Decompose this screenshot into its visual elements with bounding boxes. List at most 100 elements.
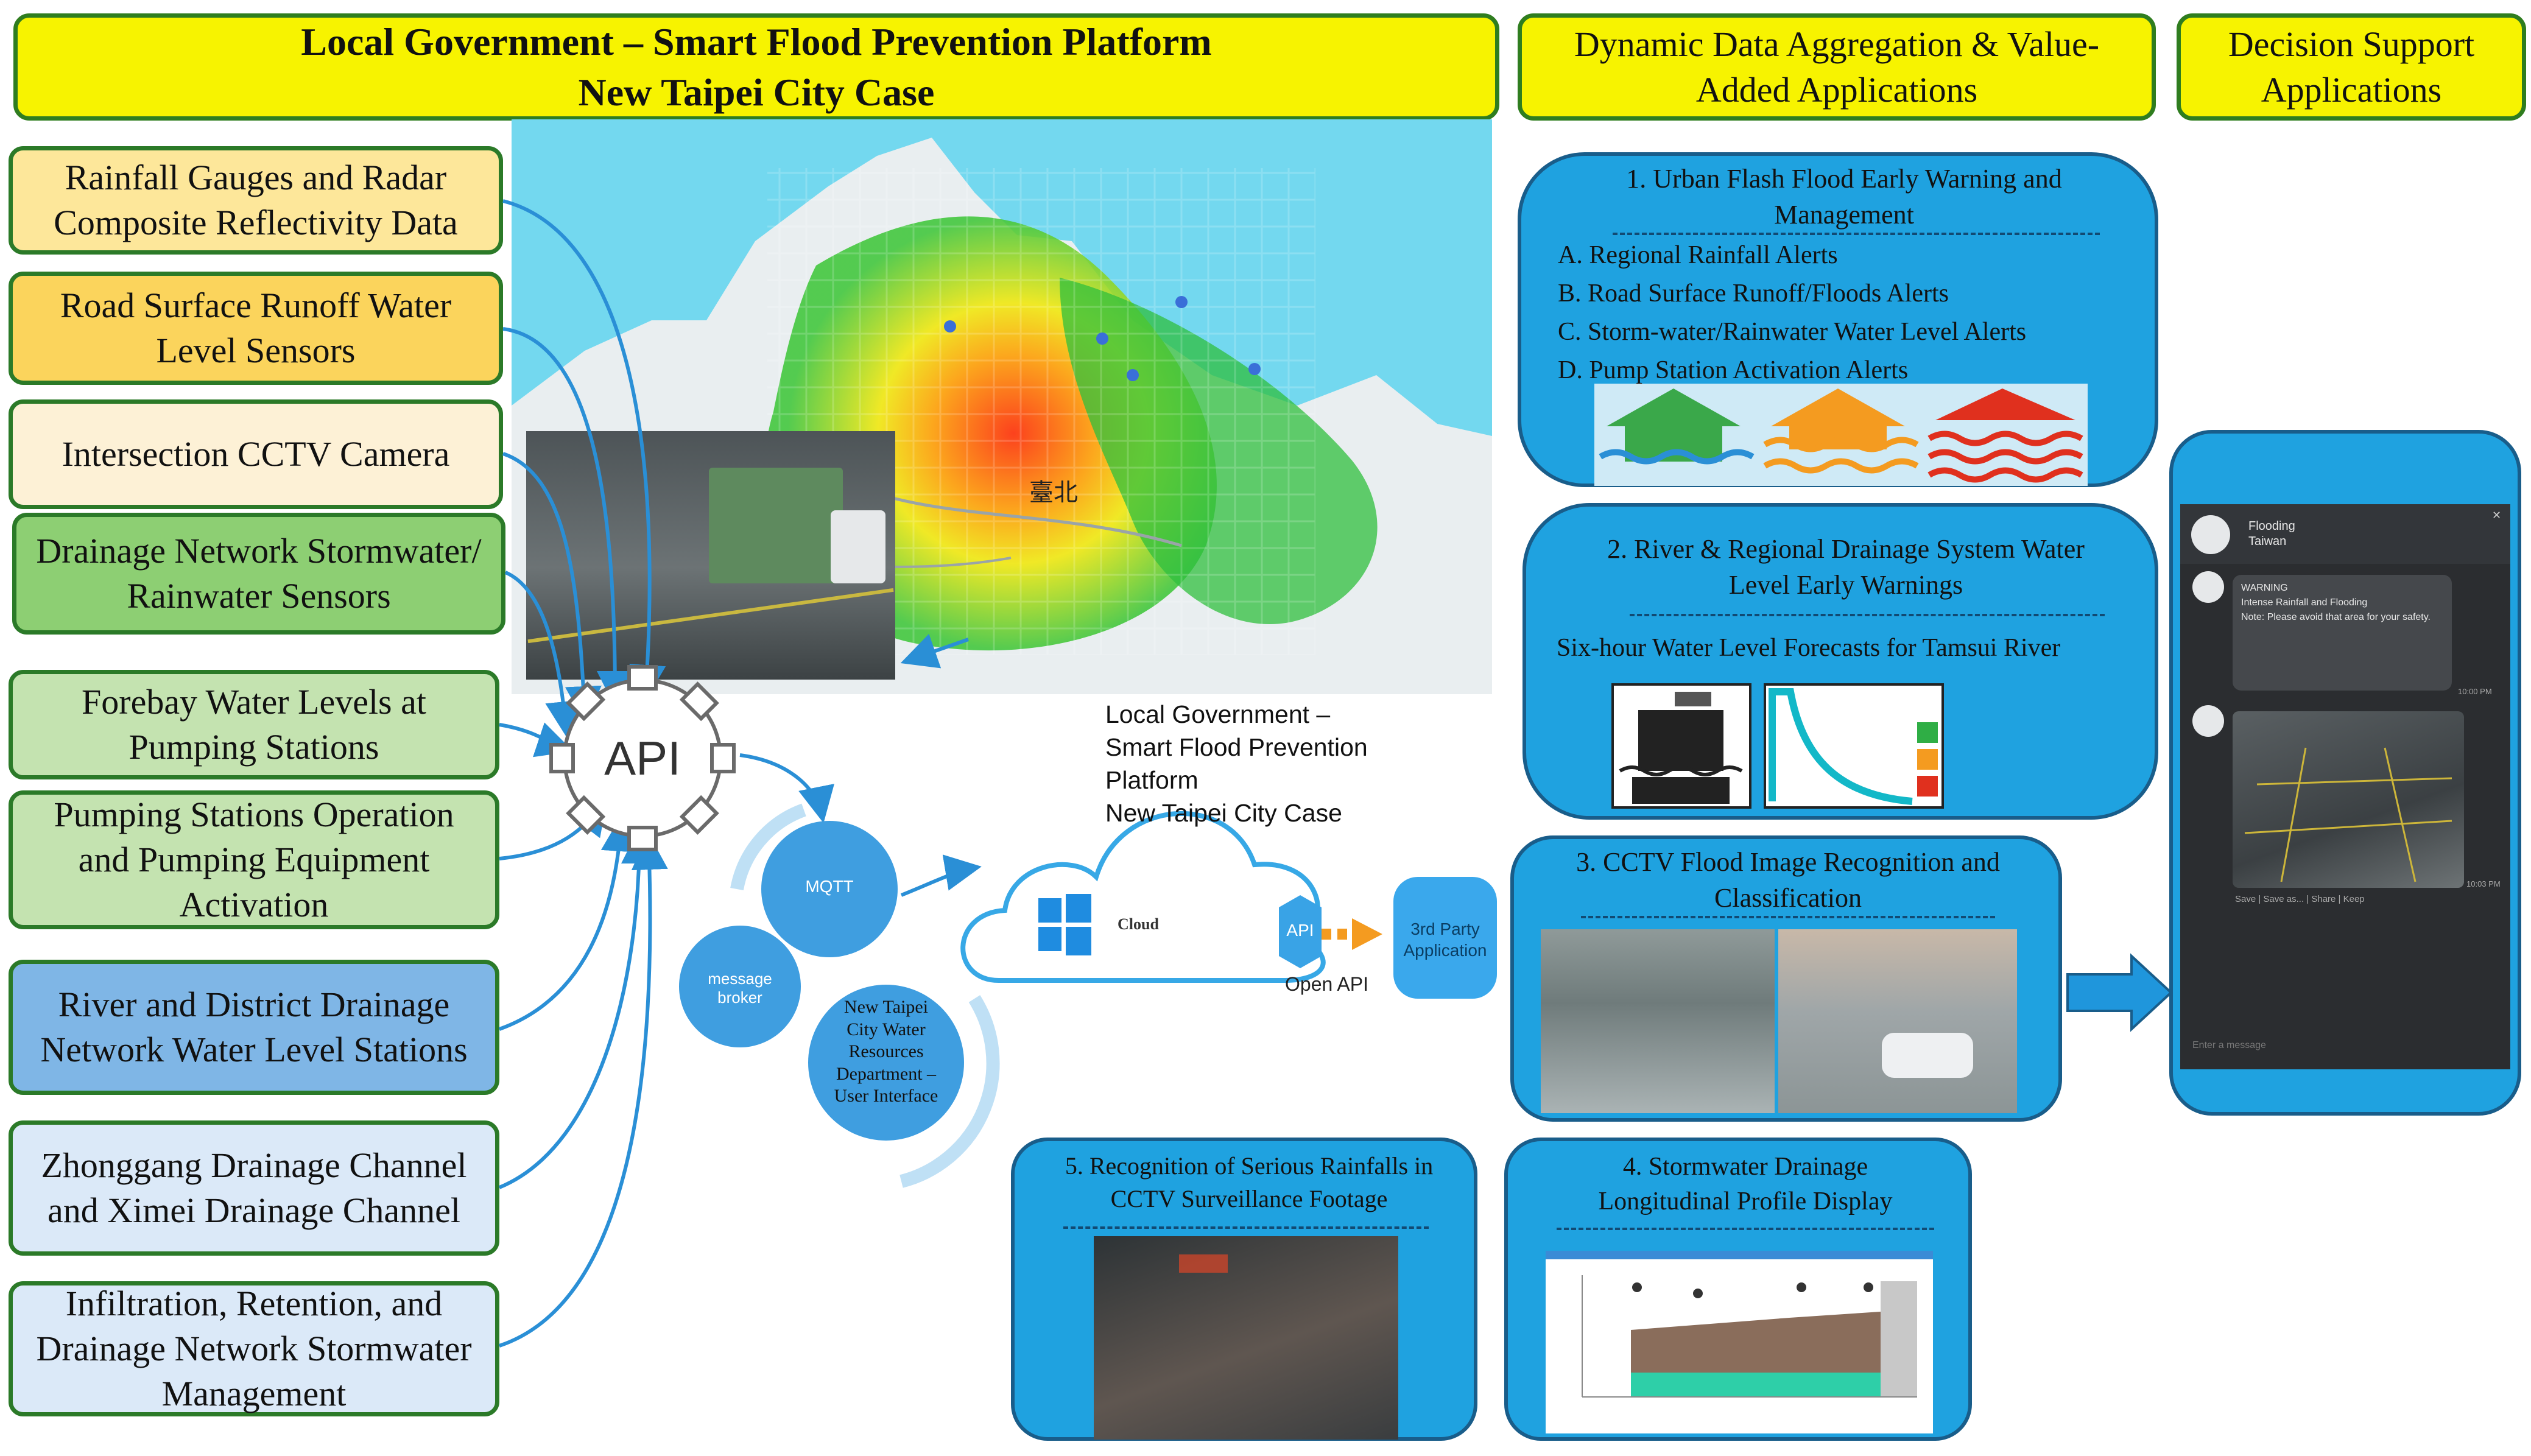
rainfall-cctv-frame [1094, 1236, 1398, 1440]
phone-screen: Flooding Taiwan ✕ WARNING Intense Rainfa… [2180, 504, 2510, 1069]
message-input[interactable]: Enter a message [2192, 1040, 2266, 1050]
profile-chart-graphic [1546, 1251, 1933, 1398]
truck-shape [709, 468, 843, 583]
platform-line1: Local Government – [1105, 700, 1331, 728]
source-label: Forebay Water Levels at Pumping Stations [82, 681, 426, 767]
warning-line1: Intense Rainfall and Flooding [2241, 597, 2368, 608]
ui-line1: New Taipei [843, 997, 929, 1017]
ui-line2: City Water [847, 1019, 926, 1039]
source-road-runoff: Road Surface Runoff Water Level Sensors [9, 272, 503, 385]
dynamic-header-line2: Added Applications [1695, 70, 1978, 110]
decision-header-line1: Decision Support [2228, 24, 2475, 64]
ui-line5: User Interface [834, 1086, 938, 1106]
forecast-curve-icon [1764, 683, 1944, 809]
warning-title: WARNING [2241, 583, 2288, 593]
broker-line2: broker [717, 988, 762, 1007]
app2-divider [1630, 614, 2105, 616]
windows-logo [1038, 894, 1091, 955]
app5-serious-rainfall: 5. Recognition of Serious Rainfalls in C… [1011, 1138, 1477, 1441]
cloud-shape [960, 811, 1326, 983]
app1-item-b: B. Road Surface Runoff/Floods Alerts [1558, 280, 1949, 308]
alert-level-icons [1594, 384, 2088, 486]
app4-profile-display: 4. Stormwater Drainage Longitudinal Prof… [1504, 1138, 1972, 1441]
source-drainage-sensors: Drainage Network Stormwater/ Rainwater S… [12, 513, 505, 635]
app1-items: A. Regional Rainfall Alerts B. Road Surf… [1558, 236, 2026, 390]
source-forebay: Forebay Water Levels at Pumping Stations [9, 670, 499, 779]
app1-item-a: A. Regional Rainfall Alerts [1558, 241, 1838, 269]
channel-avatar [2191, 515, 2230, 554]
channel-name-line2: Taiwan [2248, 535, 2287, 548]
broker-label: message broker [700, 969, 780, 1007]
decision-support-header: Decision Support Applications [2177, 13, 2526, 121]
source-label: Rainfall Gauges and Radar Composite Refl… [54, 157, 458, 242]
source-label: Road Surface Runoff Water Level Sensors [60, 285, 452, 370]
third-party-label: 3rd Party Application [1393, 918, 1497, 961]
app4-divider [1557, 1228, 1934, 1230]
ui-line4: Department – [836, 1063, 937, 1084]
decision-header-line2: Applications [2261, 70, 2442, 110]
open-api-label: Open API [1285, 973, 1368, 995]
arrow-to-phone [2066, 953, 2173, 1032]
dynamic-data-header: Dynamic Data Aggregation & Value- Added … [1518, 13, 2156, 121]
api-badge-label: API [1286, 921, 1314, 940]
channel-name: Flooding Taiwan [2248, 519, 2295, 549]
source-label: Infiltration, Retention, and Drainage Ne… [36, 1283, 472, 1414]
app4-title: 4. Stormwater Drainage Longitudinal Prof… [1598, 1153, 1893, 1215]
platform-line2: Smart Flood Prevention [1105, 733, 1368, 762]
source-label: Pumping Stations Operation and Pumping E… [54, 794, 454, 925]
cctv-frame-left [1541, 929, 1775, 1113]
platform-line4: New Taipei City Case [1105, 799, 1342, 828]
source-drainage-channels: Zhonggang Drainage Channel and Ximei Dra… [9, 1120, 499, 1256]
channel-header: Flooding Taiwan ✕ [2180, 504, 2510, 564]
app1-title: 1. Urban Flash Flood Early Warning and M… [1626, 164, 2062, 230]
sender-avatar-2 [2192, 705, 2224, 737]
house-flood-icons [1599, 389, 2083, 483]
profile-chart [1546, 1251, 1933, 1433]
source-label: Intersection CCTV Camera [62, 434, 450, 474]
app5-title: 5. Recognition of Serious Rainfalls in C… [1065, 1152, 1434, 1212]
message-time-1: 10:00 PM [2458, 687, 2492, 696]
ui-line3: Resources [848, 1041, 924, 1062]
app2-subtitle: Six-hour Water Level Forecasts for Tamsu… [1557, 634, 2061, 662]
forecast-curve-graphic [1769, 688, 1938, 805]
road-marking [527, 588, 894, 644]
cctv-frame-right [1778, 929, 2017, 1113]
app3-cctv-recognition: 3. CCTV Flood Image Recognition and Clas… [1510, 835, 2062, 1122]
app2-river-water-level: 2. River & Regional Drainage System Wate… [1522, 503, 2158, 820]
channel-name-line1: Flooding [2248, 519, 2295, 533]
gauge-station-graphic [1619, 692, 1743, 804]
app1-item-d: D. Pump Station Activation Alerts [1558, 356, 1909, 384]
broker-line1: message [708, 969, 772, 988]
source-label: River and District Drainage Network Wate… [40, 984, 468, 1069]
app3-title: 3. CCTV Flood Image Recognition and Clas… [1576, 847, 2000, 913]
app2-title: 2. River & Regional Drainage System Wate… [1607, 534, 2085, 600]
source-infiltration: Infiltration, Retention, and Drainage Ne… [9, 1281, 499, 1416]
warning-message: WARNING Intense Rainfall and Flooding No… [2233, 575, 2452, 691]
window-close-icon[interactable]: ✕ [2492, 509, 2502, 521]
phone-mockup: Flooding Taiwan ✕ WARNING Intense Rainfa… [2169, 430, 2521, 1116]
water-gauge-icon [1611, 683, 1751, 809]
platform-line3: Platform [1105, 766, 1199, 795]
api-label: API [604, 731, 681, 785]
source-label: Zhonggang Drainage Channel and Ximei Dra… [41, 1145, 467, 1230]
cloud-label: Cloud [1118, 915, 1159, 933]
cctv-flood-photo [526, 431, 895, 680]
app1-divider [1613, 233, 2100, 235]
app3-divider [1581, 916, 1995, 918]
app1-item-c: C. Storm-water/Rainwater Water Level Ale… [1558, 318, 2027, 346]
mqtt-label: MQTT [805, 877, 854, 896]
platform-label: Local Government – Smart Flood Preventio… [1105, 698, 1495, 829]
dynamic-header-line1: Dynamic Data Aggregation & Value- [1574, 24, 2100, 64]
truck-cab-shape [831, 510, 885, 583]
source-pumping-operation: Pumping Stations Operation and Pumping E… [9, 790, 499, 929]
road-grid-graphic [2244, 747, 2452, 882]
source-rainfall-radar: Rainfall Gauges and Radar Composite Refl… [9, 146, 503, 255]
photo-actions[interactable]: Save | Save as... | Share | Keep [2235, 894, 2365, 904]
third-party-line2: Application [1403, 941, 1487, 960]
warning-line2: Note: Please avoid that area for your sa… [2241, 612, 2431, 622]
source-cctv: Intersection CCTV Camera [9, 399, 503, 509]
third-party-line1: 3rd Party [1410, 920, 1480, 938]
main-header-line1: Local Government – Smart Flood Preventio… [301, 19, 1212, 63]
flood-photo-message [2233, 711, 2464, 888]
main-header: Local Government – Smart Flood Preventio… [13, 13, 1499, 121]
